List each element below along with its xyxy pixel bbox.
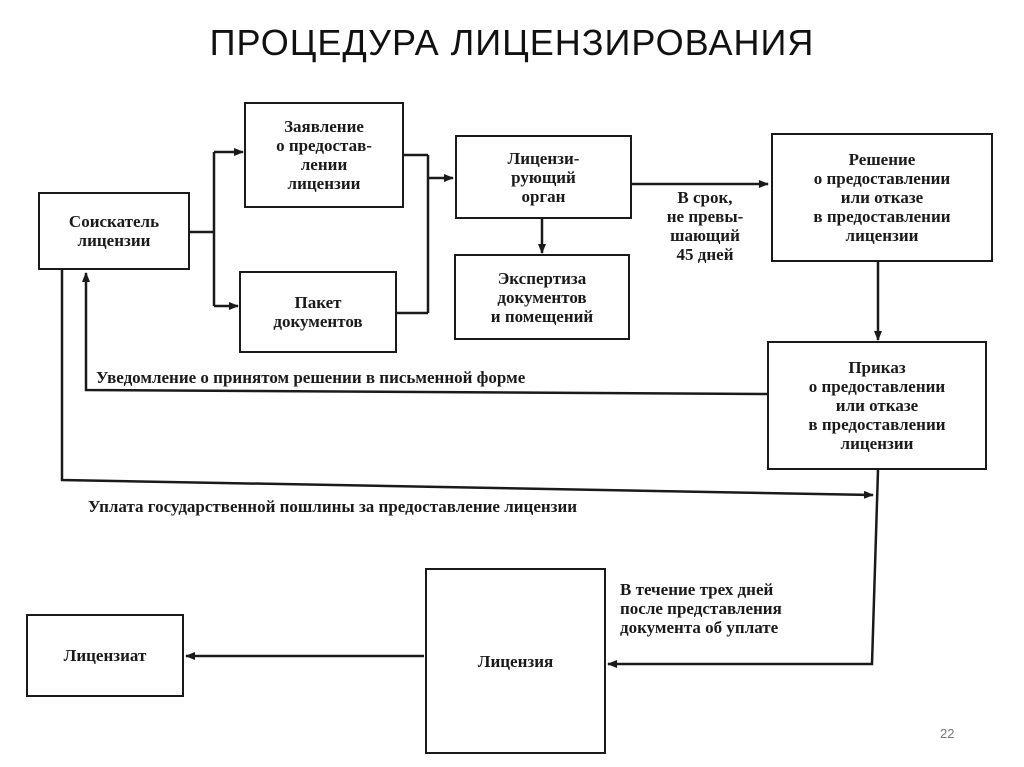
label-three-days: В течение трех дней после представления … <box>620 580 782 637</box>
edge-notification <box>82 272 769 396</box>
edge-order-license <box>607 469 880 668</box>
node-license: Лицензия <box>425 568 606 754</box>
label-fee: Уплата государственной пошлины за предос… <box>88 497 578 516</box>
label-notification: Уведомление о принятом решении в письмен… <box>96 368 526 387</box>
node-order: Приказ о предоставлении или отказе в пре… <box>767 341 987 470</box>
edge-fee <box>60 270 874 499</box>
node-documents: Пакет документов <box>239 271 397 353</box>
node-application: Заявление о предостав- лении лицензии <box>244 102 404 208</box>
page-number: 22 <box>940 726 955 741</box>
node-decision: Решение о предоставлении или отказе в пр… <box>771 133 993 262</box>
node-expertise: Экспертиза документов и помещений <box>454 254 630 340</box>
label-deadline: В срок, не превы- шающий 45 дней <box>666 188 744 264</box>
slide-title: ПРОЦЕДУРА ЛИЦЕНЗИРОВАНИЯ <box>209 22 815 63</box>
node-applicant: Соискатель лицензии <box>38 192 190 270</box>
node-licensee: Лицензиат <box>26 614 184 697</box>
node-authority: Лицензи- рующий орган <box>455 135 632 219</box>
